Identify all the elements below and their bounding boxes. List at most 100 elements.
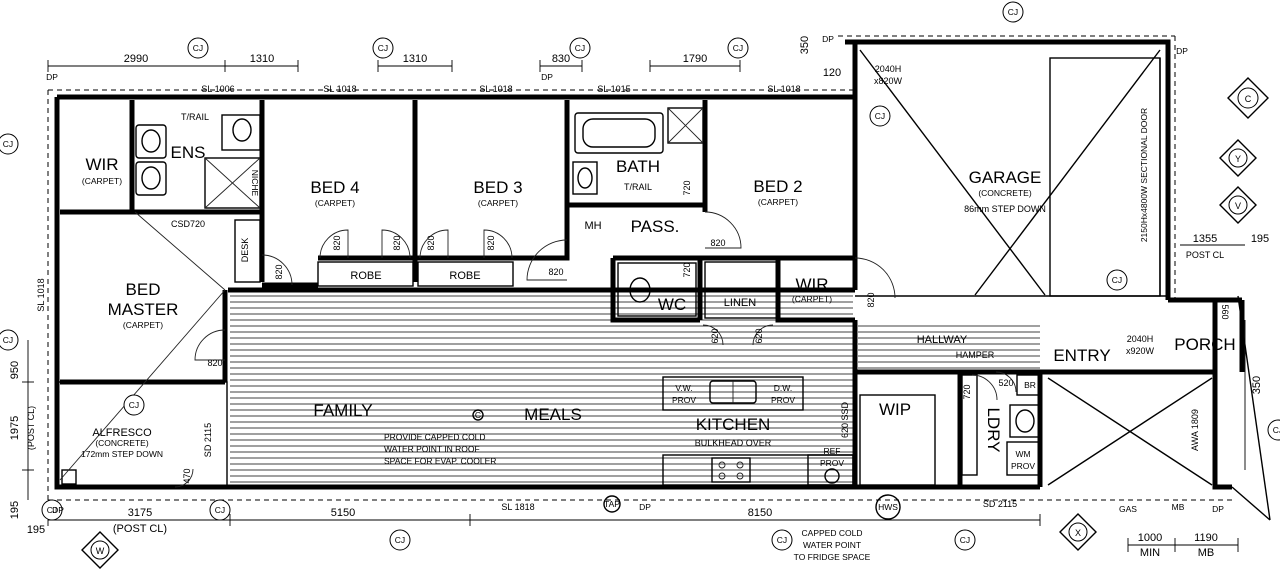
dim-bot-7: MB [1198, 547, 1215, 559]
garage-window-2: x820W [874, 76, 903, 86]
dim-right-1: 195 [1251, 233, 1269, 245]
bath-fixtures [572, 107, 704, 317]
cj-marker-label: CJ [575, 43, 585, 53]
dim-top-0: 2990 [124, 53, 148, 65]
garage-area [855, 49, 1168, 297]
wir-master-label: WIR [85, 155, 118, 174]
c-mark-label: C [475, 410, 481, 420]
wir2-sub: (CARPET) [792, 294, 832, 304]
ref-prov-1: REF [824, 446, 841, 456]
cj-marker [569, 37, 591, 59]
hamper-label: HAMPER [956, 350, 995, 360]
porch-area [1047, 295, 1271, 521]
dp-label: DP [46, 72, 58, 82]
cj-marker [389, 529, 411, 551]
bed2-label: BED 2 [753, 177, 802, 196]
section-marker-v: V [1219, 186, 1257, 224]
svg-text:W: W [96, 546, 105, 556]
cj-marker [209, 499, 231, 521]
entry-window-2: x920W [1126, 346, 1155, 356]
laundry-fixtures [961, 374, 1041, 476]
diagonal-lines [59, 211, 226, 481]
bed-master-sub: (CARPET) [123, 320, 163, 330]
capped-cold-1: CAPPED COLD [802, 528, 863, 538]
cap-note-1: PROVIDE CAPPED COLD [384, 432, 486, 442]
dim-left-4: 195 [9, 501, 21, 519]
cj-marker [727, 37, 749, 59]
wm-prov-1: WM [1015, 449, 1030, 459]
dp-label: DP [541, 72, 553, 82]
capped-cold-2: WATER POINT [803, 540, 861, 550]
cj-marker [1002, 1, 1024, 23]
dw-prov-1: D.W. [774, 383, 792, 393]
cj-marker [41, 499, 63, 521]
door-br: 520 [998, 378, 1013, 388]
dim-left-0: SL 1018 [36, 278, 46, 311]
entry-label: ENTRY [1053, 346, 1110, 365]
dimension-lines [22, 60, 1246, 552]
section-markers: C Y V W X C [81, 77, 1269, 569]
svg-text:Y: Y [1235, 154, 1241, 164]
cj-marker-label: CJ [395, 535, 405, 545]
dp-label: DP [822, 34, 834, 44]
wip-label: WIP [879, 400, 911, 419]
bath-label: BATH [616, 157, 660, 176]
outer-walls [54, 39, 1232, 490]
door-master: 820 [207, 358, 222, 368]
ens-trail: T/RAIL [181, 112, 209, 122]
dim-sl-0: SL 1006 [201, 84, 234, 94]
garage-sub1: (CONCRETE) [978, 188, 1032, 198]
mb-label: MB [1172, 502, 1185, 512]
dim-top-1: 1310 [250, 53, 274, 65]
cj-marker-label: CJ [1112, 275, 1122, 285]
cj-marker [771, 529, 793, 551]
cj-marker-label: CJ [875, 111, 885, 121]
garage-label: GARAGE [969, 168, 1042, 187]
cj-markers: CJCJCJCJCJCJCJCJCJCJCJCJCJCJCJCJ [0, 1, 1280, 551]
cj-marker-label: CJ [129, 400, 139, 410]
svg-text:X: X [1075, 528, 1081, 538]
dim-bot-sl-0: SL 1818 [501, 502, 534, 512]
hallway-label: HALLWAY [917, 334, 968, 346]
dw-prov-2: PROV [771, 395, 795, 405]
cj-marker [954, 529, 976, 551]
robe-b-label: ROBE [449, 270, 480, 282]
door-robe-1: 820 [332, 235, 342, 250]
notes: PROVIDE CAPPED COLD WATER POINT IN ROOF … [384, 64, 1155, 562]
bed3-label: BED 3 [473, 178, 522, 197]
garage-sub2: 86mm STEP DOWN [964, 204, 1046, 214]
robe-shelves [234, 219, 778, 319]
cj-marker-label: CJ [47, 505, 57, 515]
bed4-sub: (CARPET) [315, 198, 355, 208]
sd-kitchen: 620 SSD [840, 401, 850, 438]
cj-marker [1106, 269, 1128, 291]
cj-marker [0, 133, 19, 155]
cj-marker-label: CJ [3, 139, 13, 149]
csd-label: CSD720 [171, 219, 205, 229]
room-labels: WIR (CARPET) ENS T/RAIL NICHE CSD720 BED… [81, 112, 1236, 459]
dim-top-4: 1790 [683, 53, 707, 65]
dimension-text: 2990 1310 1310 830 1790 350 120 SL 1006 … [9, 36, 1269, 559]
dim-right-4: 560 [1220, 304, 1230, 319]
dim-left-1: 950 [9, 361, 21, 379]
alfresco-label: ALFRESCO [92, 427, 152, 439]
dim-left-2: 1975 [9, 416, 21, 440]
interior-walls [60, 100, 1245, 487]
br-label: BR [1024, 380, 1036, 390]
dim-bot-6: 1190 [1194, 532, 1218, 544]
alfresco-sub1: (CONCRETE) [95, 438, 149, 448]
cj-marker-label: CJ [1273, 425, 1280, 435]
door-linen-1: 620 [710, 328, 720, 343]
dp-label: DP [639, 502, 651, 512]
garage-window-1: 2040H [875, 64, 902, 74]
bed-master-line1: BED [126, 280, 161, 299]
dim-bot-0: 3175 [128, 507, 152, 519]
eave-lines [47, 35, 1232, 501]
cj-marker-label: CJ [1008, 7, 1018, 17]
cj-marker-label: CJ [215, 505, 225, 515]
dim-bot-4: 1000 [1138, 532, 1162, 544]
niche-label: NICHE [250, 170, 260, 197]
mh-label: MH [584, 220, 601, 232]
hws-label: HWS [878, 502, 898, 512]
garage-door-note: 2150Hx4800W SECTIONAL DOOR [1139, 108, 1149, 242]
